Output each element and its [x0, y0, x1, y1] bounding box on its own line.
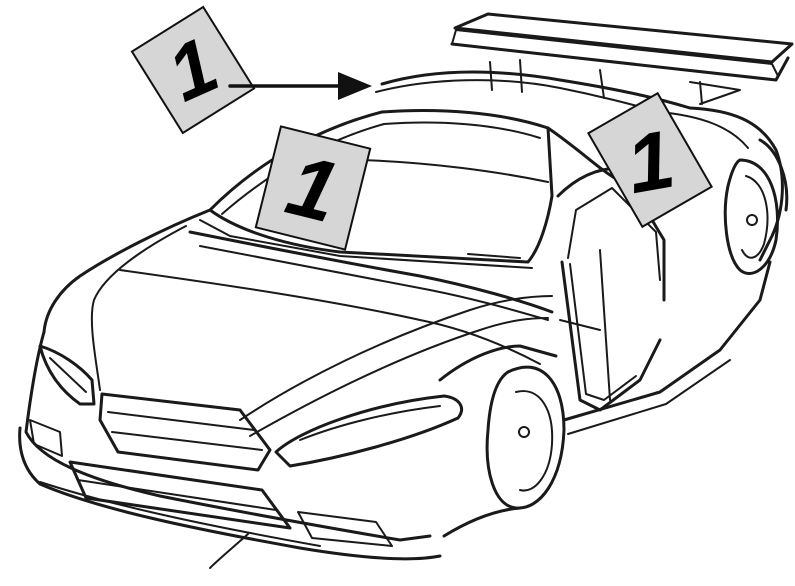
grille — [100, 394, 270, 470]
arrow-right-icon — [230, 72, 372, 100]
rear-wheel — [725, 160, 777, 273]
front-fascia — [20, 332, 462, 568]
race-car-body — [20, 14, 792, 568]
roof-number-plate: 1 — [132, 7, 254, 133]
windshield-number-plate: 1 — [256, 126, 370, 249]
windshield-decal-mark — [468, 254, 520, 258]
side-window-number-plate: 1 — [588, 93, 711, 227]
front-wheel — [440, 346, 564, 536]
